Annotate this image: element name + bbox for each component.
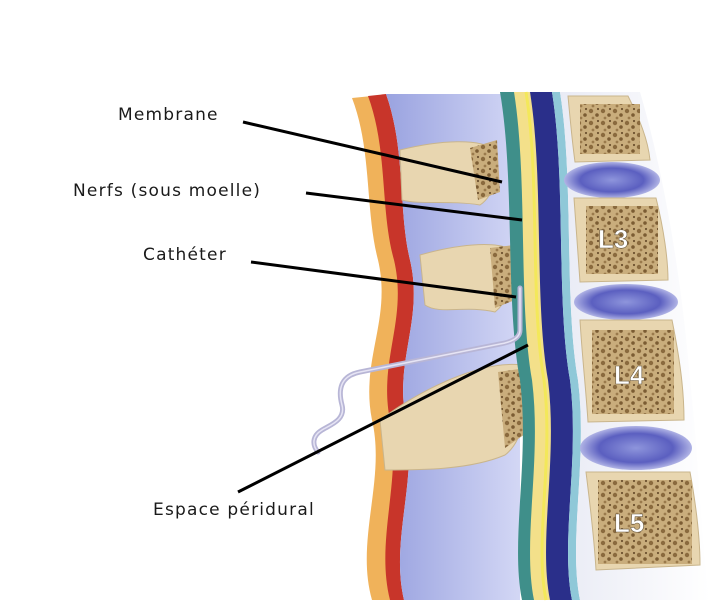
dura-mater <box>530 92 573 600</box>
vertebra-L2-marrow <box>580 104 640 154</box>
leader-membrane <box>242 120 503 184</box>
interspinous-ligament <box>386 94 520 600</box>
label-espace-peridural: Espace péridural <box>153 500 315 520</box>
disc-L4-L5 <box>580 426 692 470</box>
label-nerfs: Nerfs (sous moelle) <box>73 181 262 201</box>
lamina-3 <box>498 368 528 448</box>
disc-L3-L4 <box>574 284 678 320</box>
vertebra-label-L5: L5 <box>614 508 644 538</box>
label-membrane: Membrane <box>118 105 219 125</box>
posterior-longitudinal-ligament <box>552 92 581 600</box>
disc-L2-L3 <box>564 162 660 198</box>
red-ligament <box>368 94 414 600</box>
nerve-roots <box>514 92 553 600</box>
lamina-1 <box>470 140 500 200</box>
vertebra-L3-marrow <box>586 206 658 274</box>
vertebra-L5-marrow <box>598 480 692 564</box>
catheter-highlight <box>313 287 521 453</box>
lamina-2 <box>490 245 515 308</box>
vertebra-L4-marrow <box>592 330 674 414</box>
leader-espace <box>237 343 529 494</box>
label-catheter: Cathéter <box>143 245 227 265</box>
leader-catheter <box>250 260 517 299</box>
nerve-yellow-line <box>524 91 549 601</box>
vertebra-label-L4: L4 <box>614 360 645 390</box>
leader-nerfs <box>305 191 523 222</box>
vertebra-label-L3: L3 <box>598 224 628 254</box>
